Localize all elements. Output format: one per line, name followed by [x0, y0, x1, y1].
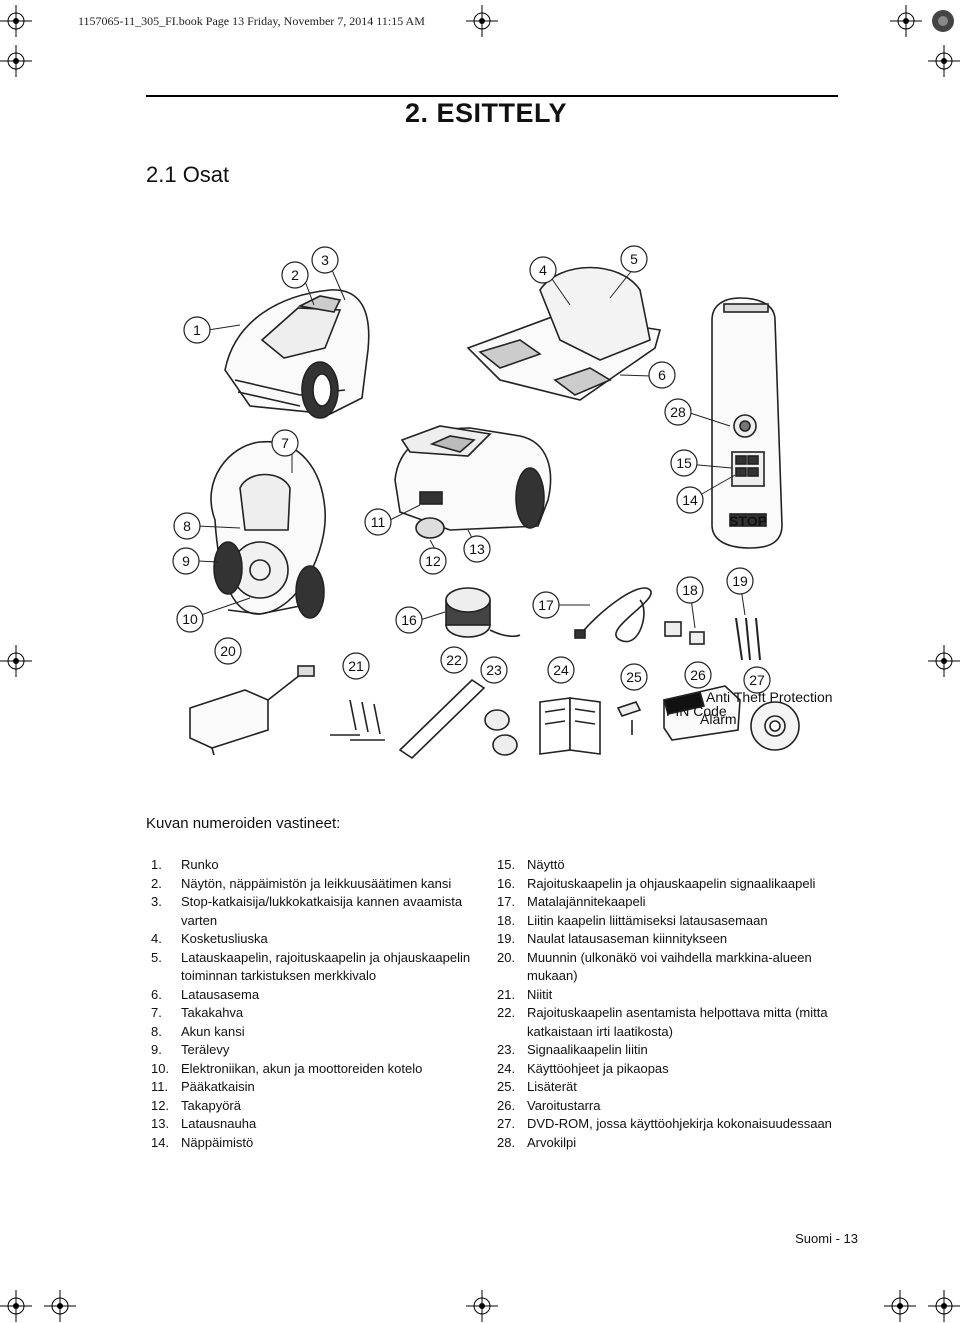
callout-13: 13 — [469, 541, 485, 557]
list-item: 23.Signaalikaapelin liitin — [497, 1042, 648, 1057]
header-rule — [146, 95, 838, 97]
list-item: 27.DVD-ROM, jossa käyttöohjekirja kokona… — [497, 1116, 832, 1131]
list-item: 10.Elektroniikan, akun ja moottoreiden k… — [151, 1060, 423, 1076]
registration-mark-icon — [0, 1290, 32, 1322]
list-item: 14.Näppäimistö — [151, 1134, 254, 1150]
registration-mark-icon — [466, 5, 498, 37]
registration-mark-icon — [890, 5, 922, 37]
sticker-code-label: PIN Code — [666, 703, 727, 719]
callout-27: 27 — [749, 672, 765, 688]
callout-14: 14 — [682, 492, 698, 508]
callout-5: 5 — [630, 251, 638, 267]
parts-list-left: 1.Runko 2.Näytön, näppäimistön ja leikku… — [151, 856, 481, 1152]
connectors-illustration — [664, 617, 761, 661]
callout-22: 22 — [446, 652, 462, 668]
print-slug: 1157065-11_305_FI.book Page 13 Friday, N… — [78, 14, 425, 28]
callout-10: 10 — [182, 611, 198, 627]
manual-book-illustration — [539, 697, 601, 755]
mower-bottom-illustration — [210, 440, 326, 619]
section-title: 2.1 Osat — [146, 162, 230, 187]
list-item: 11.Pääkatkaisin — [151, 1079, 255, 1094]
callout-11: 11 — [371, 514, 386, 530]
spare-blades-illustration — [616, 701, 642, 735]
callout-25: 25 — [626, 669, 642, 685]
list-item: 13.Latausnauha — [151, 1116, 257, 1131]
list-item: 5.Latauskaapelin, rajoituskaapelin ja oh… — [151, 949, 471, 984]
pegs-illustration — [330, 699, 385, 741]
callout-28: 28 — [670, 404, 686, 420]
keypad-panel-illustration — [711, 297, 783, 549]
callout-7: 7 — [281, 435, 289, 451]
registration-mark-icon — [928, 45, 960, 77]
list-item: 25.Lisäterät — [497, 1079, 577, 1094]
mower-front-illustration — [224, 289, 370, 419]
color-bar-icon — [932, 10, 954, 32]
callout-8: 8 — [183, 518, 191, 534]
list-item: 24.Käyttöohjeet ja pikaopas — [497, 1060, 669, 1076]
list-item: 4.Kosketusliuska — [151, 931, 268, 946]
callout-23: 23 — [486, 662, 502, 678]
sticker-protection-label: Anti Theft Protection — [706, 689, 833, 705]
callout-21: 21 — [348, 658, 364, 674]
page-footer: Suomi - 13 — [795, 1231, 858, 1246]
charging-station-illustration — [466, 266, 662, 401]
measuring-gauge-illustration — [398, 678, 486, 760]
callout-17: 17 — [538, 597, 554, 613]
parts-list-right: 15.Näyttö 16.Rajoituskaapelin ja ohjausk… — [497, 856, 832, 1152]
stop-label: STOP — [729, 513, 767, 529]
signal-connectors-illustration — [484, 709, 518, 756]
callout-20: 20 — [220, 643, 236, 659]
list-item: 1.Runko — [151, 857, 219, 872]
transformer-illustration — [189, 665, 315, 756]
low-voltage-cable-illustration — [574, 587, 652, 643]
list-item: 15.Näyttö — [497, 857, 565, 872]
list-item: 18.Liitin kaapelin liittämiseksi latausa… — [497, 912, 768, 928]
registration-mark-icon — [884, 1290, 916, 1322]
list-item: 16.Rajoituskaapelin ja ohjauskaapelin si… — [497, 875, 816, 891]
list-item: 19.Naulat latausaseman kiinnitykseen — [497, 931, 728, 946]
callout-6: 6 — [658, 367, 666, 383]
callout-9: 9 — [182, 553, 190, 569]
figure-caption: Kuvan numeroiden vastineet: — [146, 815, 341, 832]
cable-spool-illustration — [445, 587, 521, 638]
list-item: 8.Akun kansi — [151, 1023, 245, 1039]
callout-12: 12 — [425, 553, 441, 569]
warning-sticker-illustration — [662, 685, 741, 741]
callout-24: 24 — [553, 662, 569, 678]
callout-15: 15 — [676, 455, 692, 471]
list-item: 12.Takapyörä — [151, 1097, 241, 1113]
list-item: 22.Rajoituskaapelin asentamista helpotta… — [497, 1005, 828, 1039]
registration-mark-icon — [928, 1290, 960, 1322]
callout-3: 3 — [321, 252, 329, 268]
chapter-title: 2. ESITTELY — [404, 98, 567, 128]
sticker-alarm-label: Alarm — [700, 711, 737, 727]
callout-16: 16 — [401, 612, 417, 628]
registration-mark-icon — [44, 1290, 76, 1322]
callout-26: 26 — [690, 667, 706, 683]
registration-mark-icon — [0, 45, 32, 77]
list-item: 3.Stop-katkaisija/lukkokatkaisija kannen… — [151, 894, 463, 928]
parts-illustration: STOP Anti Theft Protection Alarm PIN Cod… — [172, 245, 833, 760]
list-item: 9.Terälevy — [151, 1042, 230, 1057]
callout-2: 2 — [291, 267, 299, 283]
callout-18: 18 — [682, 582, 698, 598]
callout-19: 19 — [732, 573, 748, 589]
registration-mark-icon — [466, 1290, 498, 1322]
mower-rear-illustration — [394, 425, 552, 539]
list-item: 7.Takakahva — [151, 1005, 244, 1020]
list-item: 20.Muunnin (ulkonäkö voi vaihdella markk… — [497, 949, 812, 984]
list-item: 26.Varoitustarra — [497, 1097, 601, 1113]
list-item: 28.Arvokilpi — [497, 1134, 577, 1150]
registration-mark-icon — [0, 5, 32, 37]
list-item: 6.Latausasema — [151, 986, 260, 1002]
list-item: 17.Matalajännitekaapeli — [497, 894, 646, 909]
registration-mark-icon — [0, 645, 32, 677]
list-item: 2.Näytön, näppäimistön ja leikkuusäätime… — [151, 875, 452, 891]
dvd-illustration — [750, 701, 800, 751]
callout-1: 1 — [193, 322, 201, 338]
callout-4: 4 — [539, 262, 547, 278]
registration-mark-icon — [928, 645, 960, 677]
list-item: 21.Niitit — [497, 986, 553, 1002]
